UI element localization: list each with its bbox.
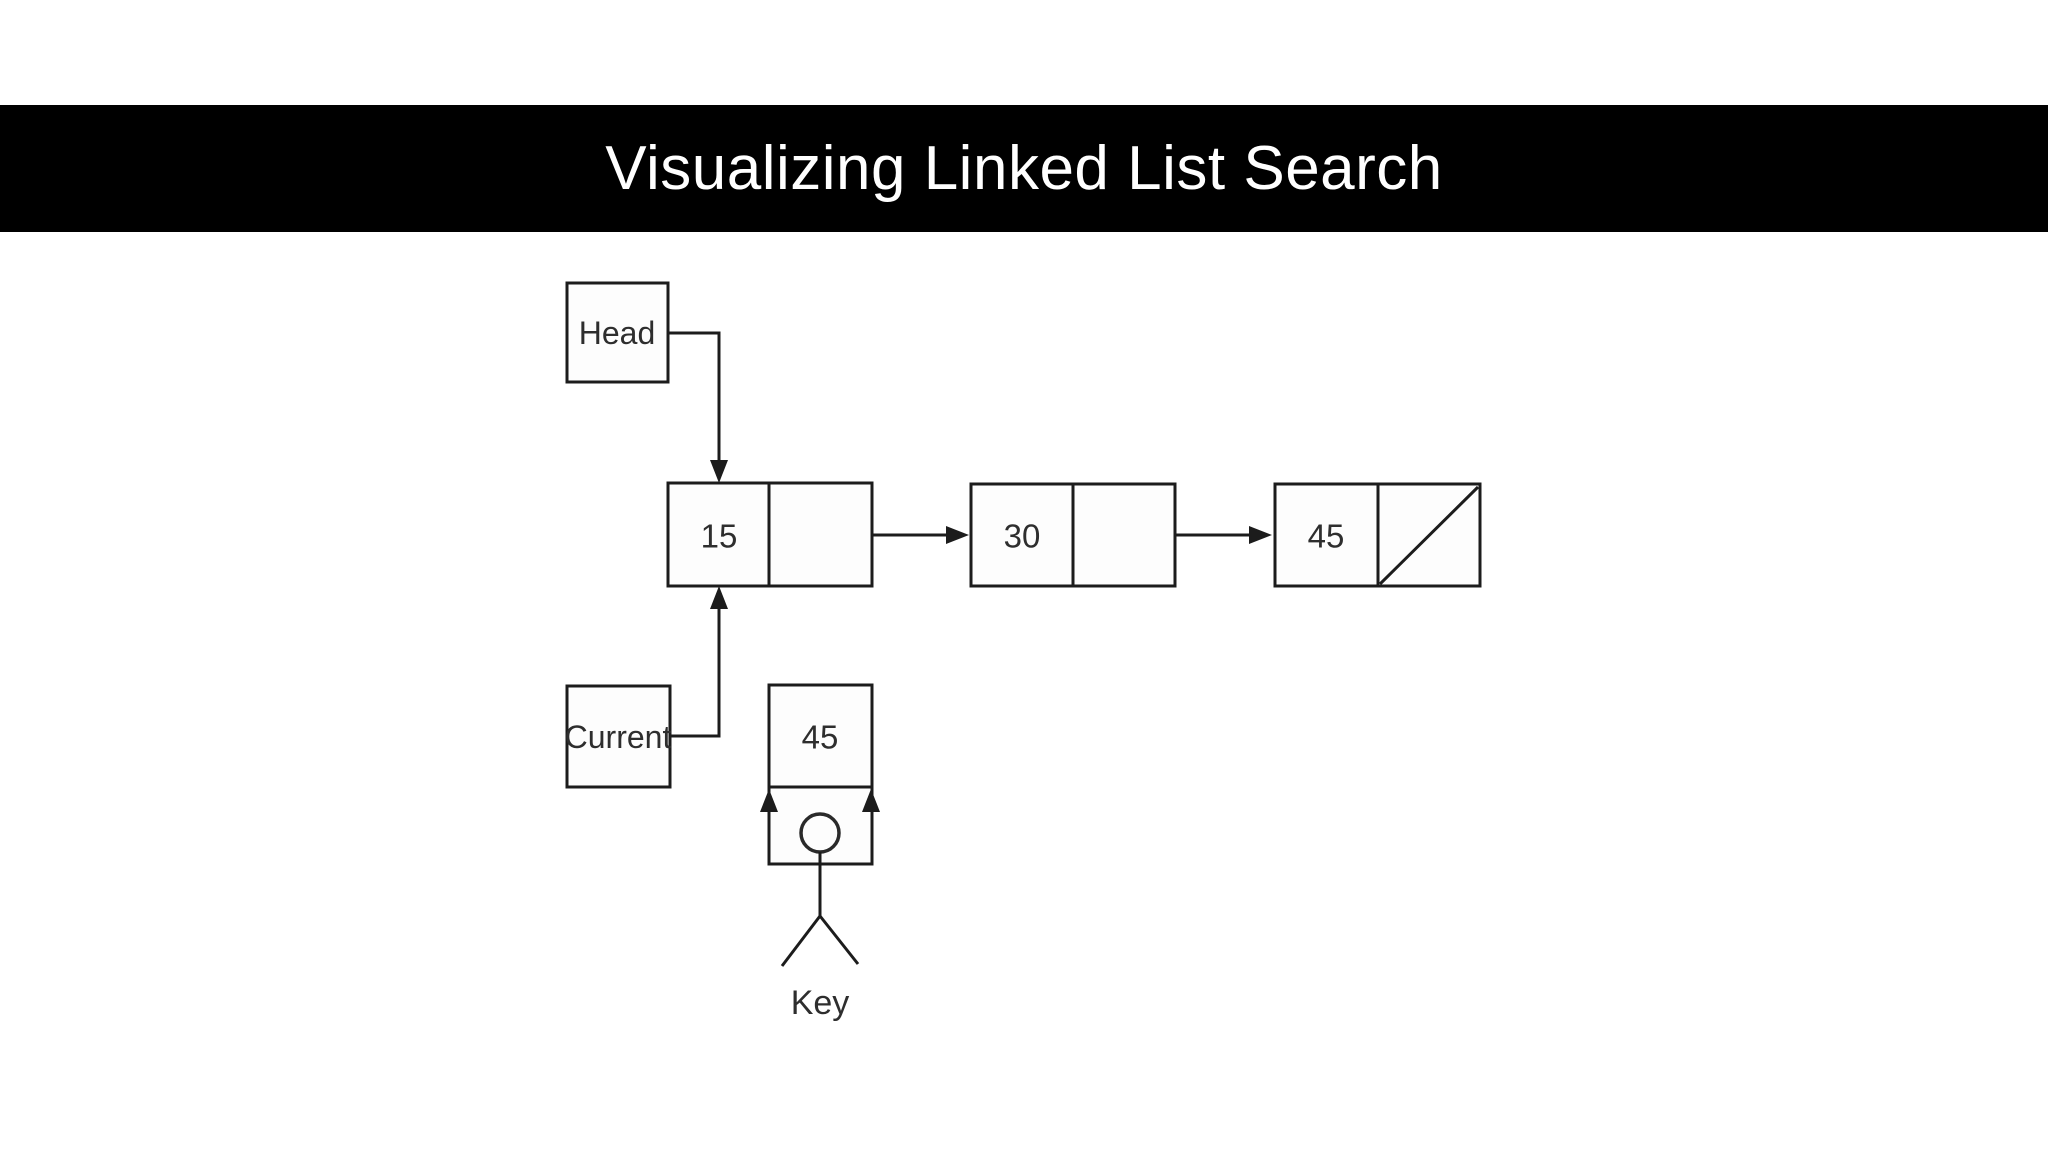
key-value-box: 45 [767, 683, 874, 789]
list-node-45: 45 [1273, 482, 1482, 588]
key-value: 45 [802, 719, 839, 756]
list-node-30: 30 [969, 482, 1177, 588]
title-banner: Visualizing Linked List Search [0, 105, 2048, 232]
head-label: Head [579, 315, 656, 351]
node-value: 15 [701, 518, 738, 555]
page-title: Visualizing Linked List Search [605, 134, 1443, 203]
current-to-node-arrow [670, 586, 728, 738]
node-value: 45 [1308, 518, 1345, 555]
right-arrowhead-icon [946, 526, 969, 544]
current-pointer-box: Current [565, 684, 672, 789]
up-arrowhead-icon [862, 789, 880, 812]
null-slash [1378, 485, 1480, 586]
down-arrowhead-icon [710, 460, 728, 483]
figure-head [799, 812, 841, 854]
current-label: Current [565, 719, 672, 755]
head-pointer-box: Head [565, 281, 670, 384]
current-box-rect [565, 684, 672, 789]
next-arrow-30-45 [1176, 526, 1272, 544]
right-arrowhead-icon [1249, 526, 1272, 544]
figure-left-leg [780, 915, 822, 967]
next-arrow-15-30 [873, 526, 969, 544]
up-arrowhead-icon [710, 586, 728, 609]
list-node-15: 15 [666, 481, 874, 588]
figure-right-leg [818, 915, 860, 965]
stick-figure: Key [780, 812, 860, 1022]
key-caption: Key [791, 984, 850, 1022]
head-box-rect [565, 281, 670, 384]
up-arrowhead-icon [760, 789, 778, 812]
head-to-node-arrow [668, 331, 728, 483]
node-value: 30 [1004, 518, 1041, 555]
